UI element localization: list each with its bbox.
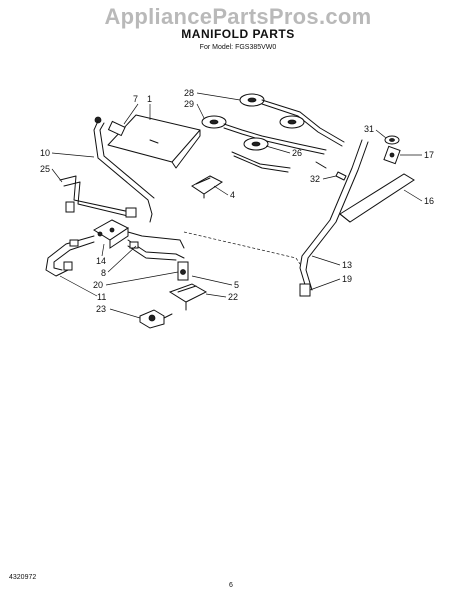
model-subtitle: For Model: FGS385VW0 <box>199 44 277 51</box>
callout-17-label: 17 <box>424 150 434 160</box>
callout-29: 29 <box>184 99 205 119</box>
callouts: 7 1 10 25 14 8 20 11 23 4 5 22 28 29 26 … <box>40 88 434 319</box>
callout-10: 10 <box>40 148 95 158</box>
callout-31: 31 <box>364 124 387 139</box>
part-16-manifold-bar <box>339 173 415 223</box>
page-title: MANIFOLD PARTS <box>181 27 295 41</box>
part-31-knob <box>384 135 400 145</box>
part-32-clip <box>315 161 347 181</box>
part-28-burner <box>239 93 345 147</box>
part-17-valve <box>383 145 401 165</box>
callout-14: 14 <box>96 243 106 266</box>
callout-11: 11 <box>59 275 106 302</box>
callout-19-label: 19 <box>342 274 352 284</box>
callout-14-label: 14 <box>96 256 106 266</box>
callout-26-label: 26 <box>292 148 302 158</box>
callout-31-label: 31 <box>364 124 374 134</box>
callout-4-label: 4 <box>230 190 235 200</box>
callout-17: 17 <box>400 150 434 160</box>
part-7-fitting <box>94 116 126 137</box>
watermark: AppliancePartsPros.com <box>104 4 372 29</box>
part-burner-4 <box>279 115 305 129</box>
callout-20: 20 <box>93 271 179 290</box>
page-number: 6 <box>229 582 233 589</box>
callout-13: 13 <box>311 255 352 270</box>
callout-28: 28 <box>184 88 241 101</box>
callout-5: 5 <box>191 275 239 290</box>
callout-25-label: 25 <box>40 164 50 174</box>
callout-23-label: 23 <box>96 304 106 314</box>
part-heat-shield <box>107 114 201 169</box>
part-14-valve <box>93 219 185 249</box>
callout-28-label: 28 <box>184 88 194 98</box>
callout-16-label: 16 <box>424 196 434 206</box>
callout-19: 19 <box>309 274 352 291</box>
callout-8: 8 <box>101 245 137 278</box>
callout-23: 23 <box>96 304 141 319</box>
callout-7-label: 7 <box>133 94 138 104</box>
callout-11-label: 11 <box>97 292 106 302</box>
callout-16: 16 <box>403 189 434 206</box>
callout-29-label: 29 <box>184 99 194 109</box>
callout-1-label: 1 <box>147 94 152 104</box>
part-22-bracket <box>168 283 208 311</box>
callout-10-label: 10 <box>40 148 50 158</box>
callout-8-label: 8 <box>101 268 106 278</box>
manifold-dashed-line <box>183 231 301 265</box>
callout-22-label: 22 <box>228 292 238 302</box>
part-10-tube <box>59 120 155 223</box>
part-11-pigtail <box>45 235 95 277</box>
callout-26: 26 <box>265 145 302 158</box>
callout-13-label: 13 <box>342 260 352 270</box>
part-26-burner <box>231 137 291 173</box>
callout-25: 25 <box>40 164 63 183</box>
callout-5-label: 5 <box>234 280 239 290</box>
document-code: 4320972 <box>9 574 37 581</box>
callout-32: 32 <box>310 174 337 184</box>
callout-20-label: 20 <box>93 280 103 290</box>
callout-22: 22 <box>205 292 238 302</box>
part-13-tube <box>299 139 369 297</box>
part-8-tube <box>127 239 185 261</box>
callout-1: 1 <box>147 94 152 120</box>
callout-32-label: 32 <box>310 174 320 184</box>
part-4-bracket <box>191 175 223 199</box>
callout-7: 7 <box>123 94 139 125</box>
part-20-orifice <box>177 261 189 281</box>
part-23-valve <box>139 309 173 329</box>
callout-4: 4 <box>213 185 235 200</box>
